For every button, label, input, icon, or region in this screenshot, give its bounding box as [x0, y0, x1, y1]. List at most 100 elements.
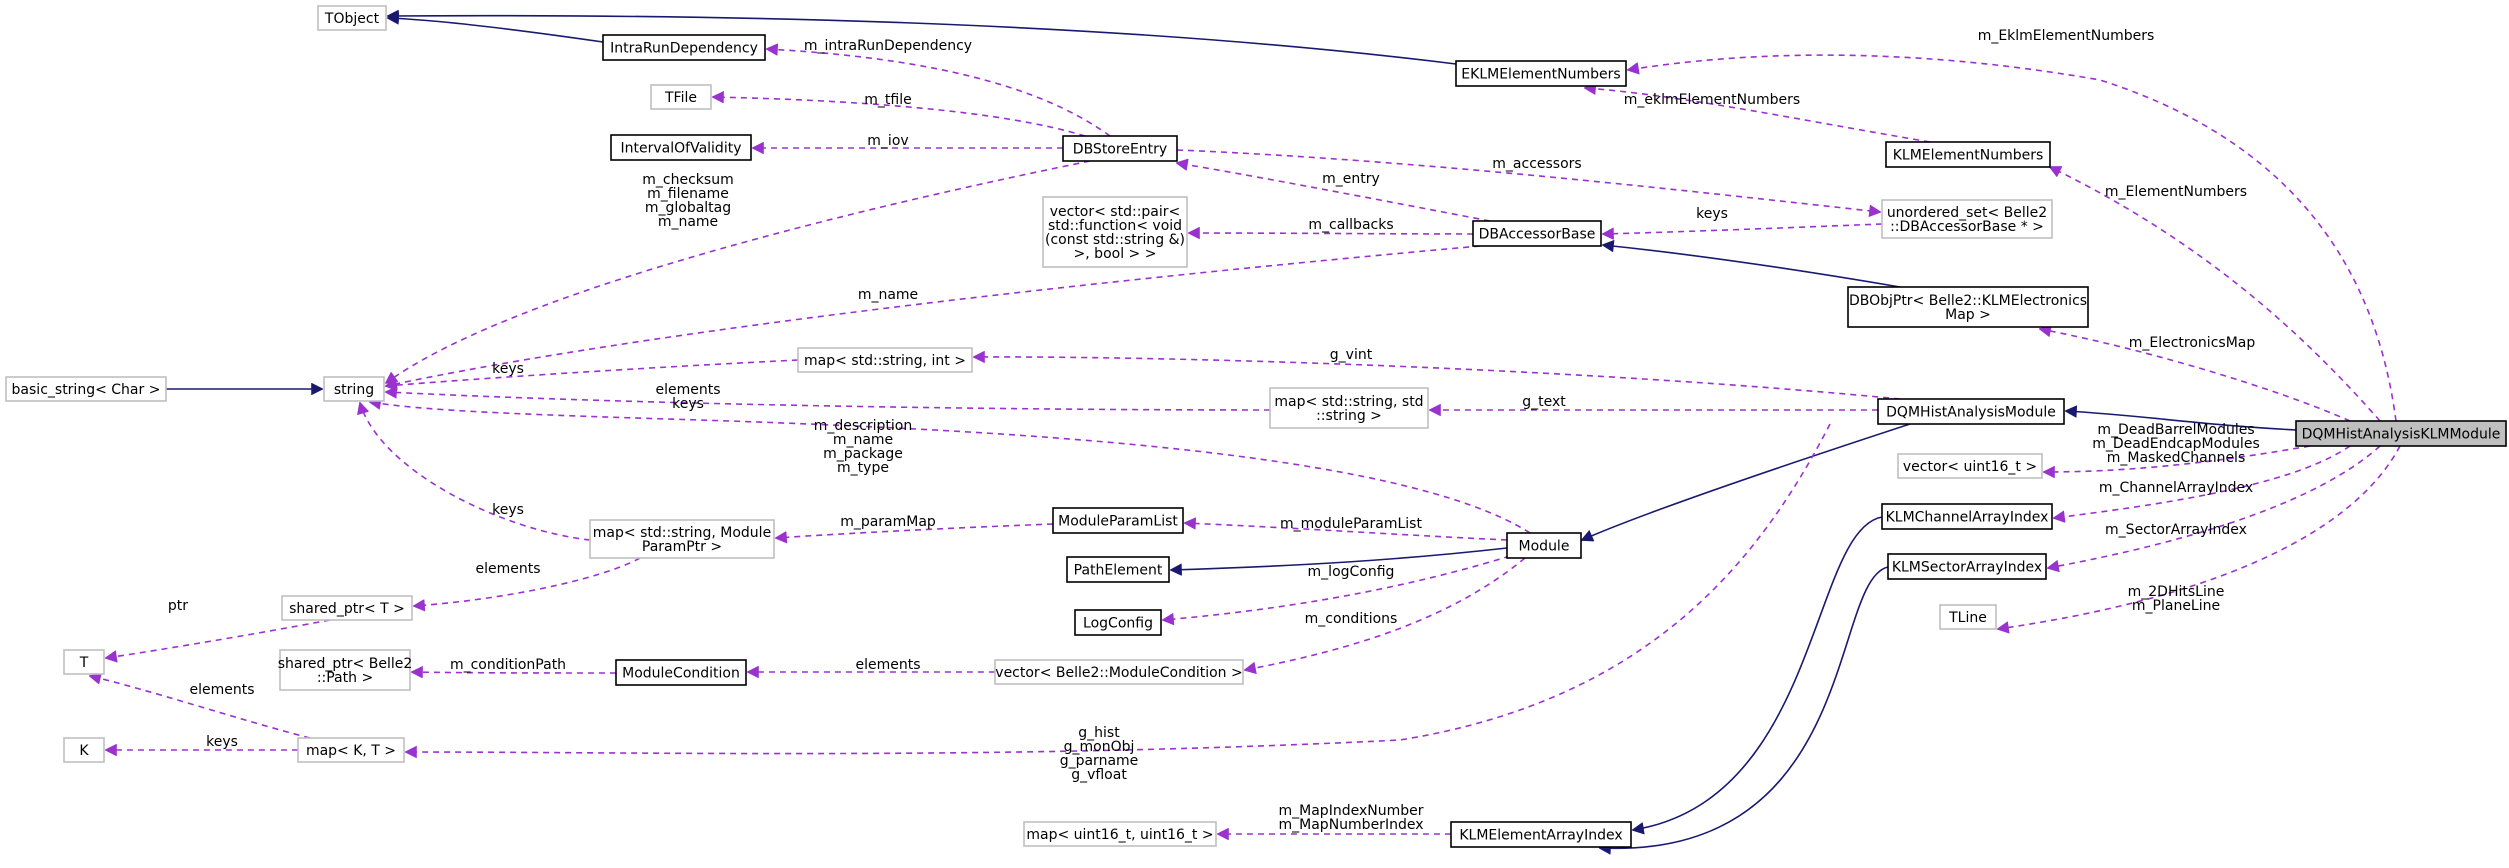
class-node-iov[interactable]: IntervalOfValidity: [610, 134, 752, 161]
class-node-vecpair[interactable]: vector< std::pair<std::function< void(co…: [1042, 196, 1188, 268]
class-node-t[interactable]: T: [63, 649, 105, 675]
member-edge-m_checksum: [386, 160, 1091, 383]
class-node-mapstrstr[interactable]: map< std::string, std::string >: [1269, 387, 1429, 429]
class-node-box: [297, 737, 405, 763]
member-edge-m_intrarun: [767, 49, 1111, 137]
class-node-box: [797, 347, 973, 373]
member-edge-m_entry: [1177, 163, 1491, 222]
edge-label-ptr: ptr: [168, 598, 188, 614]
class-node-box: [1887, 553, 2047, 580]
member-edge-m_sectorarray: [2048, 445, 2381, 568]
member-edge-keys_vint: [386, 359, 799, 386]
class-node-mapstrint[interactable]: map< std::string, int >: [797, 347, 973, 373]
class-node-label: string: [334, 382, 374, 398]
class-node-box: [650, 84, 712, 110]
class-node-box: [323, 376, 385, 402]
class-node-box: [1506, 532, 1582, 559]
class-node-tline[interactable]: TLine: [1939, 604, 1997, 630]
class-node-box: [1074, 609, 1162, 636]
edges-layer: [90, 16, 2401, 849]
class-node-box: [1847, 286, 2089, 328]
class-node-dbaccessor[interactable]: DBAccessorBase: [1472, 220, 1602, 247]
edge-label-elements-sharedt: elements: [475, 561, 540, 577]
class-node-module[interactable]: Module: [1506, 532, 1582, 559]
class-node-logconfig[interactable]: LogConfig: [1074, 609, 1162, 636]
edge-label-m-conditions: m_conditions: [1305, 611, 1398, 627]
class-node-box: [1939, 604, 1997, 630]
class-node-modcond[interactable]: ModuleCondition: [615, 659, 747, 686]
class-node-tobject[interactable]: TObject: [317, 5, 387, 31]
inheritance-edge-1: [388, 16, 1457, 65]
inheritance-edge-31: [1171, 547, 1508, 570]
edge-label-elements-veccond: elements: [855, 657, 920, 673]
class-node-modparamlist[interactable]: ModuleParamList: [1052, 507, 1184, 534]
edge-label-m-channelarray: m_ChannelArrayIndex: [2099, 480, 2253, 496]
member-edge-m_elementnumbers: [2050, 167, 2381, 422]
class-node-sharedpath[interactable]: shared_ptr< Belle2::Path >: [278, 649, 413, 691]
edge-label-m-electronicsmap: m_ElectronicsMap: [2129, 335, 2256, 351]
member-edge-m_conditions: [1245, 557, 1526, 670]
class-node-basicstring[interactable]: basic_string< Char >: [5, 376, 167, 402]
inheritance-edge-14: [1603, 245, 1901, 288]
class-node-dbstore[interactable]: DBStoreEntry: [1062, 135, 1178, 162]
class-node-label: vector< std::pair<std::function< void(co…: [1045, 204, 1185, 262]
class-node-label: TLine: [1948, 610, 1987, 626]
class-node-pathelem[interactable]: PathElement: [1066, 556, 1170, 583]
class-node-label: map< std::string, std::string >: [1274, 394, 1423, 424]
class-node-klmelemarray[interactable]: KLMElementArrayIndex: [1450, 821, 1632, 848]
edge-label-m-callbacks: m_callbacks: [1308, 217, 1393, 233]
class-node-label: Module: [1519, 539, 1570, 555]
member-edge-g_vint: [974, 357, 1901, 400]
class-node-box: [1269, 387, 1429, 429]
edge-label-m-intrarun: m_intraRunDependency: [804, 38, 972, 54]
class-node-label: PathElement: [1074, 563, 1163, 579]
class-node-label: map< std::string, int >: [804, 353, 966, 369]
class-node-label: IntraRunDependency: [610, 41, 758, 57]
class-node-label: map< K, T >: [306, 743, 396, 759]
inheritance-edge-22: [1582, 423, 1911, 540]
class-node-vecuint[interactable]: vector< uint16_t >: [1897, 453, 2043, 479]
member-edge-keys_uset: [1603, 223, 1883, 234]
class-node-label: EKLMElementNumbers: [1461, 67, 1620, 83]
member-edge-m_parammap: [776, 523, 1054, 538]
class-node-box: [63, 649, 105, 675]
class-node-box: [1881, 199, 2053, 239]
class-node-mapkt[interactable]: map< K, T >: [297, 737, 405, 763]
edge-label-m-parammap: m_paramMap: [840, 514, 936, 530]
class-node-box: [589, 519, 775, 559]
member-edge-m_eklm_klmelem: [1585, 88, 1931, 143]
class-node-k[interactable]: K: [63, 737, 105, 763]
edge-label-m-logconfig: m_logConfig: [1308, 564, 1395, 580]
edge-label-keys-vint: keys: [492, 361, 524, 377]
class-node-sharedt[interactable]: shared_ptr< T >: [281, 595, 413, 621]
class-node-label: unordered_set< Belle2::DBAccessorBase * …: [1887, 205, 2047, 235]
class-node-eklm[interactable]: EKLMElementNumbers: [1455, 60, 1627, 87]
member-edge-m_tfile: [713, 97, 1086, 137]
class-node-klmchannel[interactable]: KLMChannelArrayIndex: [1881, 503, 2053, 530]
member-edge-m_2dhits: [1998, 445, 2401, 629]
member-edge-ptr: [106, 619, 331, 658]
class-node-box: [279, 649, 411, 691]
class-node-veccond[interactable]: vector< Belle2::ModuleCondition >: [994, 659, 1244, 685]
class-node-string[interactable]: string: [323, 376, 385, 402]
class-node-dqmhist[interactable]: DQMHistAnalysisModule: [1877, 398, 2065, 425]
class-node-uset[interactable]: unordered_set< Belle2::DBAccessorBase * …: [1881, 199, 2053, 239]
class-node-box: [1472, 220, 1602, 247]
class-node-box: [1023, 821, 1217, 847]
class-node-intrarun[interactable]: IntraRunDependency: [602, 34, 766, 61]
class-node-box: [1062, 135, 1178, 162]
class-node-dqmklm[interactable]: DQMHistAnalysisKLMModule: [2295, 420, 2507, 447]
class-node-mapuint[interactable]: map< uint16_t, uint16_t >: [1023, 821, 1217, 847]
class-node-box: [1897, 453, 2043, 479]
class-node-tfile[interactable]: TFile: [650, 84, 712, 110]
class-node-label: TObject: [324, 11, 380, 27]
class-node-box: [1052, 507, 1184, 534]
class-node-klmelem[interactable]: KLMElementNumbers: [1885, 141, 2051, 168]
class-node-klmsector[interactable]: KLMSectorArrayIndex: [1887, 553, 2047, 580]
inheritance-edge-42: [1633, 516, 1883, 830]
